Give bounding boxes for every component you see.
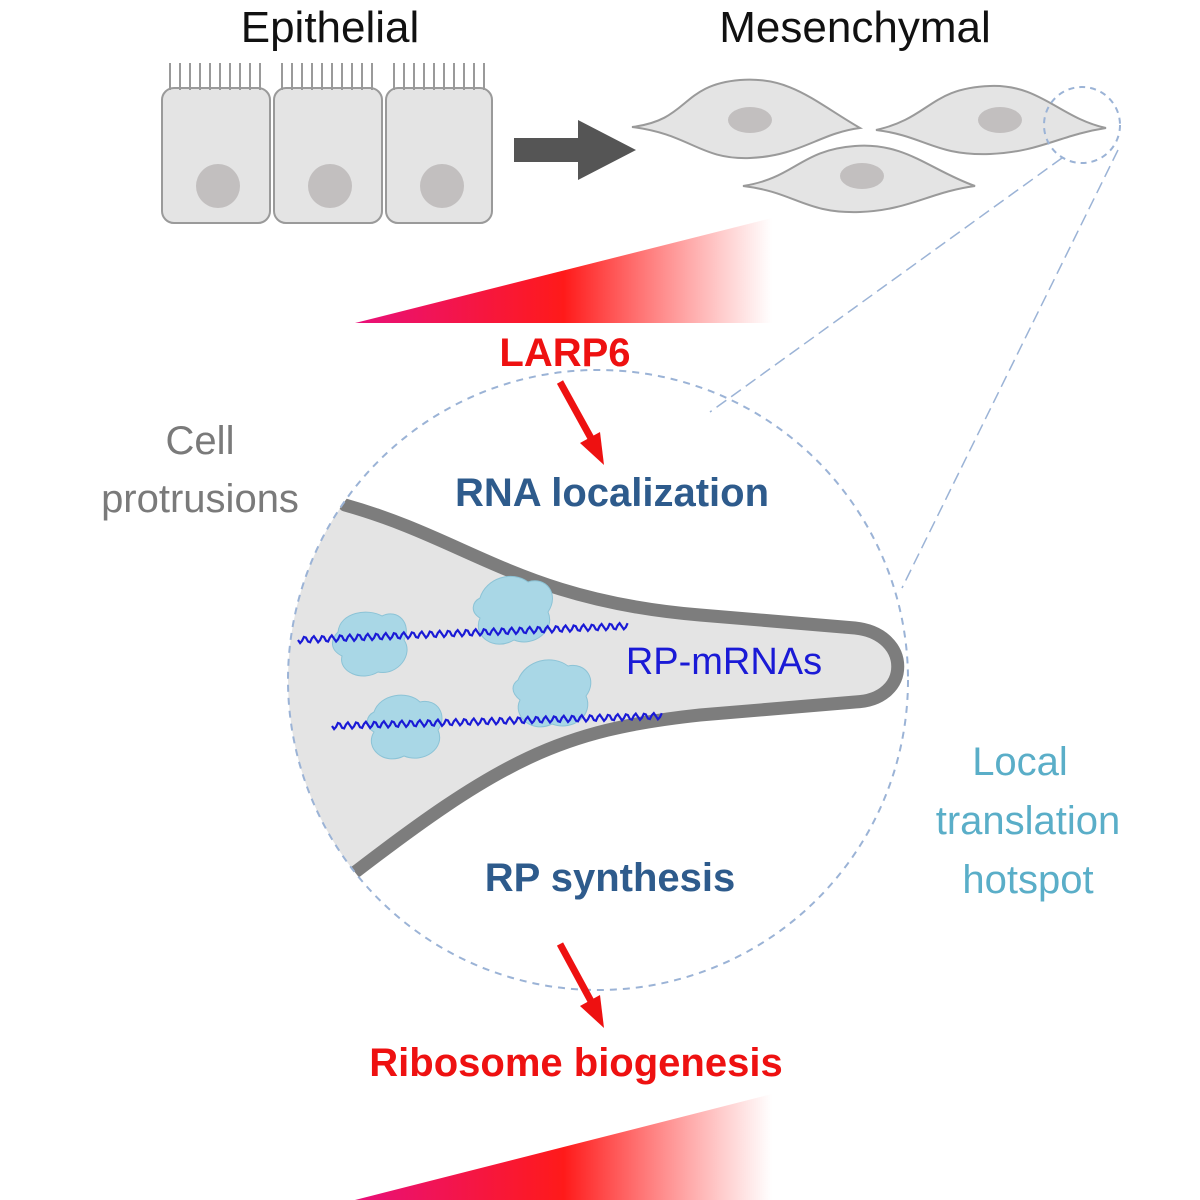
epithelial-cell [161,63,271,224]
zoom-connector-line [901,149,1119,589]
mesenchymal-cell [742,144,976,214]
mesenchymal-cell [631,78,864,160]
local-translation-label-line3: hotspot [962,858,1093,902]
rp-synthesis-label: RP synthesis [485,856,736,900]
mrna-strand [297,621,629,645]
ribosome-icon [512,659,592,728]
cell-protrusions-label-line2: protrusions [101,477,299,521]
zoom-source-circle [1043,86,1121,164]
nucleus [978,107,1022,133]
nucleus [420,164,464,208]
nucleus [308,164,352,208]
down-right-arrow-icon [556,942,604,1028]
rp-mrnas-label: RP-mRNAs [626,641,822,683]
local-translation-label-line1: Local [972,740,1068,784]
larp6-gradient-wedge [355,218,772,323]
ribosome-gradient-wedge [355,1094,772,1200]
down-right-arrow-icon [556,380,604,465]
ribosome-icon [472,575,553,645]
ribosome-icon [332,611,408,677]
larp6-label: LARP6 [499,331,630,375]
zoom-connector-line [709,157,1063,413]
zoom-circle [287,369,909,991]
nucleus [728,107,772,133]
epithelial-label: Epithelial [241,3,420,52]
right-arrow-icon [514,120,636,180]
local-translation-label-line2: translation [936,799,1121,843]
cell-protrusions-label-line1: Cell [166,419,235,463]
ribosomes [332,575,592,760]
ribosome-icon [366,694,443,760]
epithelial-cell [273,63,383,224]
rna-localization-label: RNA localization [455,471,769,515]
mesenchymal-label: Mesenchymal [719,3,990,52]
mrna-strands [297,621,663,731]
nucleus [196,164,240,208]
mesenchymal-cells [631,78,1107,214]
epithelial-cells [161,63,493,224]
mesenchymal-cell [875,84,1107,156]
nucleus [840,163,884,189]
mrna-strand [331,711,663,731]
ribosome-biogenesis-label: Ribosome biogenesis [369,1041,782,1085]
protrusion-membrane [338,498,905,887]
epithelial-cell [385,63,493,224]
